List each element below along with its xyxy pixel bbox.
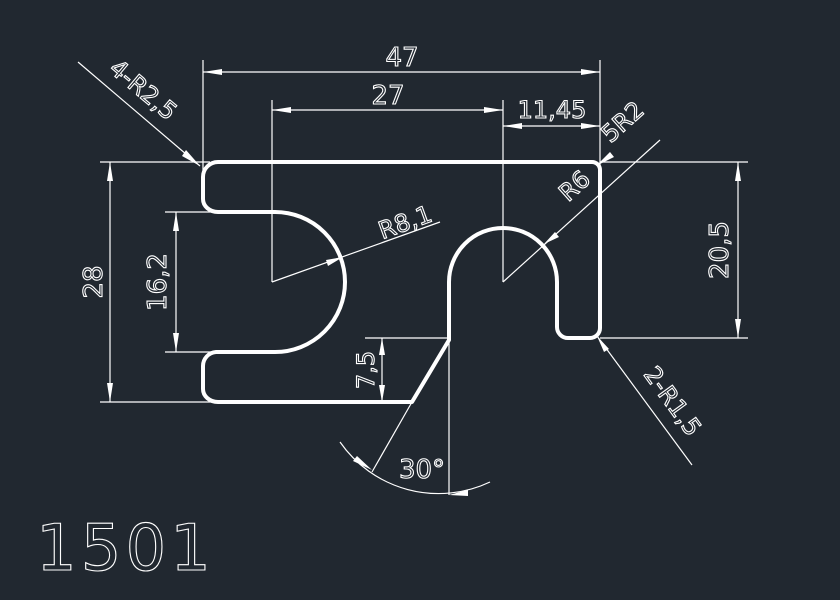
dim-angle: 30° [399,455,445,485]
extension-lines [100,60,748,495]
dim-overall-height: 28 [79,265,109,298]
dim-right-height: 20,5 [705,221,735,279]
dim-radius-corners: 4-R2,5 [104,54,182,126]
dim-inner-height: 16,2 [143,253,173,311]
dim-radius-top-right: 5R2 [596,96,650,148]
dim-radius-bottom: 2-R1,5 [638,361,707,441]
dim-radius-large: R8,1 [375,200,436,245]
dim-slot-offset: 27 [371,81,404,111]
dim-step-height: 7,5 [352,351,380,389]
dim-overall-width: 47 [385,43,418,73]
dimension-lines [77,61,741,496]
dim-radius-slot: R6 [553,165,595,207]
profile-outline [200,160,602,404]
part-number: 1501 [36,512,215,586]
dim-right-offset: 11,45 [518,96,587,124]
